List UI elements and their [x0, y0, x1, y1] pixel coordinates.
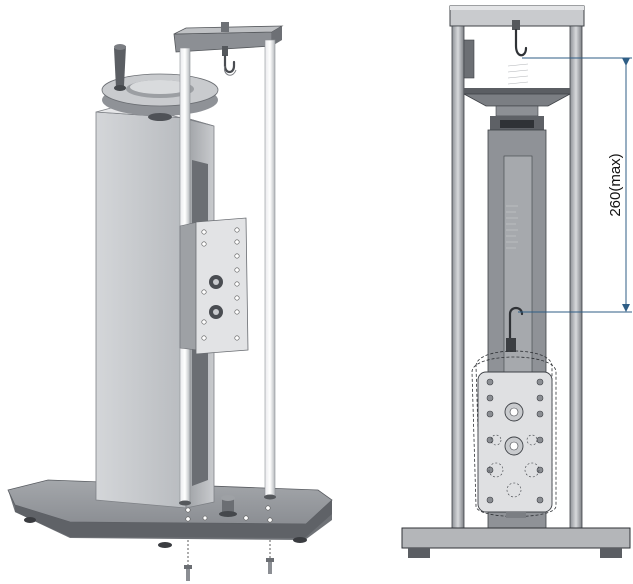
hook-icon: [514, 28, 528, 57]
dimension-label: 260(max): [607, 153, 624, 216]
guide-rod-right: [264, 39, 276, 497]
dimension-indicator: 260(max): [518, 57, 632, 313]
base-clamp: [219, 495, 237, 517]
base-plate: [401, 527, 631, 558]
guide-rod-left: [451, 25, 465, 531]
handwheel-icon: [114, 44, 126, 91]
hook-icon: [223, 54, 237, 76]
foot: [293, 537, 307, 543]
mounting-plate: [179, 217, 249, 355]
handwheel: [101, 44, 219, 121]
scale-marks: [507, 63, 529, 85]
mounting-plate: [477, 371, 553, 518]
handwheel: [463, 88, 571, 130]
foot: [408, 548, 430, 558]
foot: [158, 542, 172, 548]
foot: [600, 548, 622, 558]
screw-icon: [184, 540, 192, 581]
screw-icon: [266, 540, 274, 574]
front-view: 260(max): [401, 5, 632, 558]
dashed-outline: [471, 350, 557, 517]
isometric-view: [7, 22, 333, 581]
guide-rod-right: [569, 25, 583, 531]
foot: [24, 517, 36, 523]
screw: [221, 22, 229, 32]
